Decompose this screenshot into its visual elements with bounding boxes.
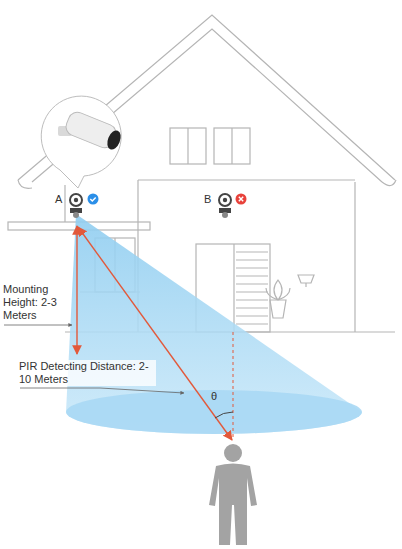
body: [209, 464, 257, 546]
camera-label: B: [204, 193, 211, 206]
wall-line: [354, 182, 355, 332]
camera-lens: [105, 128, 124, 151]
dashed-guide: [233, 332, 234, 438]
person-silhouette: [209, 444, 257, 545]
camera-eye: [222, 212, 228, 218]
check-badge: [88, 194, 99, 205]
cross-mark: [239, 197, 243, 201]
height-arrow: [76, 226, 77, 354]
window-bar: [187, 128, 188, 164]
angle-label: θ: [211, 390, 217, 403]
camera-icon-a: [70, 194, 82, 218]
camera-label: A: [55, 193, 62, 206]
plant: [266, 280, 290, 300]
camera-eye: [73, 212, 79, 218]
wall-line: [64, 185, 65, 222]
dimension-label: PIR Detecting Distance: 2-10 Meters: [18, 360, 156, 386]
window-bar: [231, 128, 232, 164]
angle-arc: [215, 412, 233, 418]
distance-arrow: [78, 227, 232, 440]
camera-icon-b: [219, 194, 231, 218]
wall-lamp: [298, 275, 314, 287]
camera-ring: [70, 194, 82, 206]
facade-top: [138, 179, 355, 180]
check-mark: [90, 197, 95, 201]
pir-cone: [66, 214, 362, 434]
leader-line: [20, 388, 184, 393]
detection-floor: [66, 390, 362, 434]
camera-dot: [74, 198, 78, 202]
camera-ring: [219, 194, 231, 206]
cross-badge: [236, 194, 247, 205]
bullet-camera: [58, 110, 123, 152]
attic-window: [170, 128, 206, 164]
leader-line: [4, 325, 72, 326]
plant-pot: [270, 300, 286, 318]
door-slats: [236, 252, 268, 324]
attic-window: [214, 128, 250, 164]
head: [224, 444, 242, 462]
camera-dot: [223, 198, 227, 202]
dimension-label: Mounting Height: 2-3 Meters: [2, 283, 70, 322]
door-split: [233, 244, 234, 332]
